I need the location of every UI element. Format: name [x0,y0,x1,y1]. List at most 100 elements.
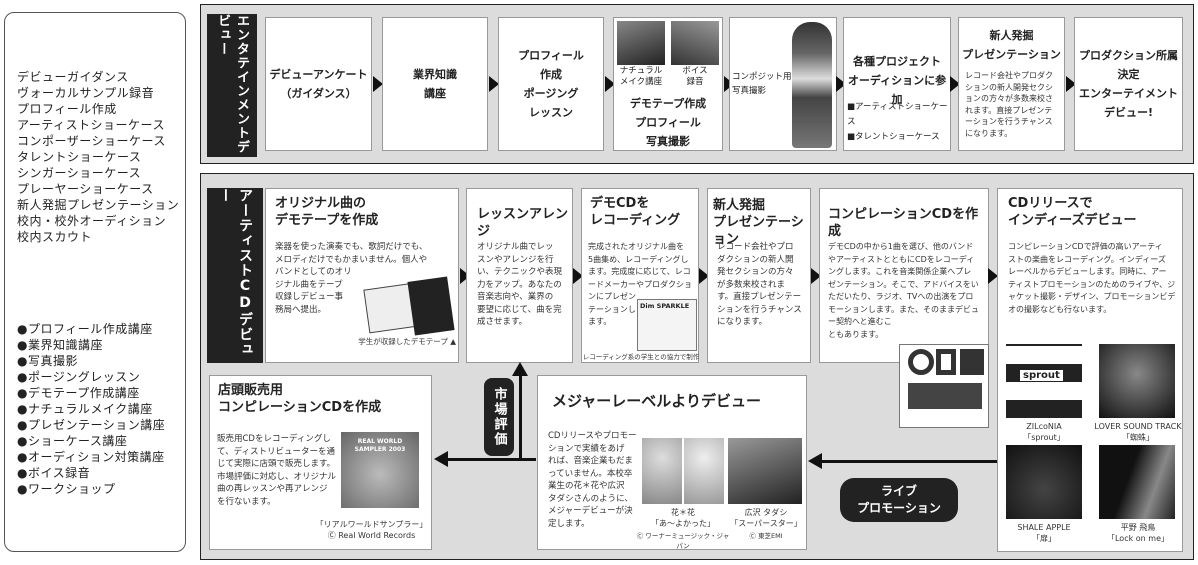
lesson-item: コンポーザーショーケース [17,134,166,148]
text-line: ンにプレゼン [588,292,636,301]
compilation-title: コンピレーションCDを作成 [828,207,979,239]
voice-photo [671,21,719,65]
text-line: レコード会社やプロダク [965,71,1053,80]
arrow-right-icon [836,76,846,92]
course-list: ●プロフィール作成講座●業界知識講座●写真撮影●ポージングレッスン●デモテープ作… [17,321,165,497]
major-body: CDリリースやプロモーションで実績をあげれば、音楽企業もだまっていません。本校卒… [548,430,637,530]
text-line: 決定 [1117,68,1140,81]
text-line: 楽器を使った演奏でも、歌詞だけでも、 [275,242,428,252]
step-composite-photo: コンポジット用写真撮影 [729,17,837,151]
course-item: ●ボイス録音 [17,466,91,480]
real-world-cd-text: REAL WORLD SAMPLER 2003 [354,438,406,453]
text-line: い、テクニックや表現 [477,267,563,277]
text-line: ードメーカーやプロダクショ [588,279,692,289]
presentation-body: レコード会社やプロダクションの新人開発セクションの方々が多数来校されます。直接プ… [965,70,1053,139]
text-line: 写真撮影 [732,86,767,96]
store-body: 販売用CDをレコーディングして、ディストリビューターを通じて実際に店頭で販売しま… [217,433,336,508]
cover-caption: LOVER SOUND TRACK「蜘蛛」 [1092,421,1184,443]
text-line: ションで実績をあげ [548,443,625,454]
text-line: ともあります。 [828,329,884,339]
text-line: ポージング [523,87,579,100]
course-item: ●プレゼンテーション講座 [17,418,166,432]
cover-caption-line: 「扉」 [1032,534,1056,543]
text-line: 要望に応じて、曲を完 [477,304,562,315]
text-line: CDリリースやプロモー [548,431,637,441]
course-item: ●プロフィール作成講座 [17,322,153,336]
lesson-item: シンガーショーケース [17,166,142,180]
arrow-right-icon [1066,76,1076,92]
cover-caption: 平野 飛鳥「Lock on me」 [1092,522,1184,544]
text-line: ます。完成度に応じて、レコ [588,267,691,276]
text-line: ングします。これを音楽関係企業へプレ [828,267,972,276]
course-item: ●業界知識講座 [17,338,103,352]
cover-caption-line: SHALE APPLE [1017,523,1071,532]
demo-tape-caption: 学生が収録したデモテープ ▲ [358,337,456,346]
presentation-title: 新人発掘プレゼンテーション [959,26,1064,64]
text-line: す。直接プレゼンテー [717,292,802,302]
makeup-label: ナチュラルメイク講座 [614,66,668,88]
cassette-case-image [407,276,455,336]
text-line: を行ないます。 [217,496,276,507]
text-line: レコーディング [590,213,681,228]
demo-tape-body: 楽器を使った演奏でも、歌詞だけでも、メロディだけでもかまいません。個人やバンドと… [275,241,428,316]
text-line: 定します。 [548,518,590,529]
hirosawa-caption: 広沢 タダシ「スーパースター」 [728,507,804,529]
hanahana-credit: Ⓒ ワーナーミュージック・ジャパン [636,532,730,550]
text-line: 写真撮影 [646,135,690,148]
text-line: Ⓒ Real World Records [327,531,416,540]
step-profile-posing: プロフィール作成ポージングレッスン [498,17,604,151]
text-line: ダクションの新人開 [717,254,794,265]
arrow-left-icon [808,453,822,469]
text-line: 広沢 タダシ [744,508,788,517]
hirosawa-photo [728,438,802,504]
text-line: 曲の再レッスンや再アレンジ [217,484,328,494]
arrow-right-icon [605,76,615,92]
lesson-item: プレーヤーショーケース [17,182,154,196]
cover-caption-line: 「Lock on me」 [1106,534,1169,543]
text-line: ゼンテーション。そこで、アドバイスをい [828,279,979,289]
arrow-line [446,458,536,461]
text-line: デモCDの中から1曲を選び、他のバンド [828,242,974,251]
compilation-body: デモCDの中から1曲を選び、他のバンドやアーティストとともにCDをレコーディング… [828,241,979,341]
demo-cd-caption: レコーディング系の学生との協力で制作 [582,353,700,361]
step-store-compilation-cd: 店頭販売用コンピレーションCDを作成 販売用CDをレコーディングして、ディストリ… [209,375,432,550]
major-title: メジャーレーベルよりデビュー [552,392,761,410]
course-item: ●写真撮影 [17,354,78,368]
composite-label: コンポジット用写真撮影 [732,70,792,98]
text-line: プロフィール [518,49,584,62]
demo-cd-jacket-label: Dim SPARKLE [640,302,690,310]
cover-caption-line: ZILcoNIA [1026,422,1062,431]
cover-caption-line: LOVER SOUND TRACK [1094,422,1182,431]
text-line: 新人発掘 [713,198,766,213]
lesson-item: ヴォーカルサンプル録音 [17,86,155,100]
arrow-right-icon [489,76,499,92]
text-line: （ガイダンス） [280,87,357,100]
text-line: 完成されたオリジナル曲を [588,242,684,251]
indies-title: CDリリースでインディーズデビュー [1008,195,1136,229]
model-photo [792,22,832,148]
step-cd-release-indies: CDリリースでインディーズデビュー コンピレーションCDで評価の高いアーティスト… [997,188,1183,552]
text-line: ティストプロモーションのためのライブや、ジ [1008,279,1176,289]
text-line: ■アーティストショーケース [847,102,948,127]
left-panel: デビューガイダンスヴォーカルサンプル録音プロフィール作成アーティストショーケース… [4,12,186,552]
text-line: 講座 [424,87,446,100]
text-line: コンポジット用 [732,72,792,82]
text-line: ョンの方々が多数来校さ [965,94,1053,103]
demo-tape-text: デモテープ作成プロフィール写真撮影 [614,94,722,151]
real-world-cd-jacket: REAL WORLD SAMPLER 2003 [341,432,419,508]
text-line: デビューアンケート [269,68,368,81]
text-line: ■タレントショーケース [847,132,940,142]
text-line: 「リアルワールドサンプラー」 [315,520,428,529]
course-item: ●オーディション対策講座 [17,450,165,464]
lesson-item: タレントショーケース [17,150,142,164]
text-line: デモテープを作成 [275,213,379,228]
text-line: テーションし [588,304,636,314]
arrow-line [820,460,997,463]
text-line: ライブ [880,484,917,498]
arrow-right-icon [988,268,998,284]
text-line: 音楽志向や、業界の [477,292,554,302]
text-line: ャケット撮影・デザイン、プロモーションビデ [1008,292,1176,301]
arrow-right-icon [811,268,821,284]
step-original-demo-tape: オリジナル曲のデモテープを作成 楽器を使った演奏でも、歌詞だけでも、メロディだけ… [265,188,459,363]
